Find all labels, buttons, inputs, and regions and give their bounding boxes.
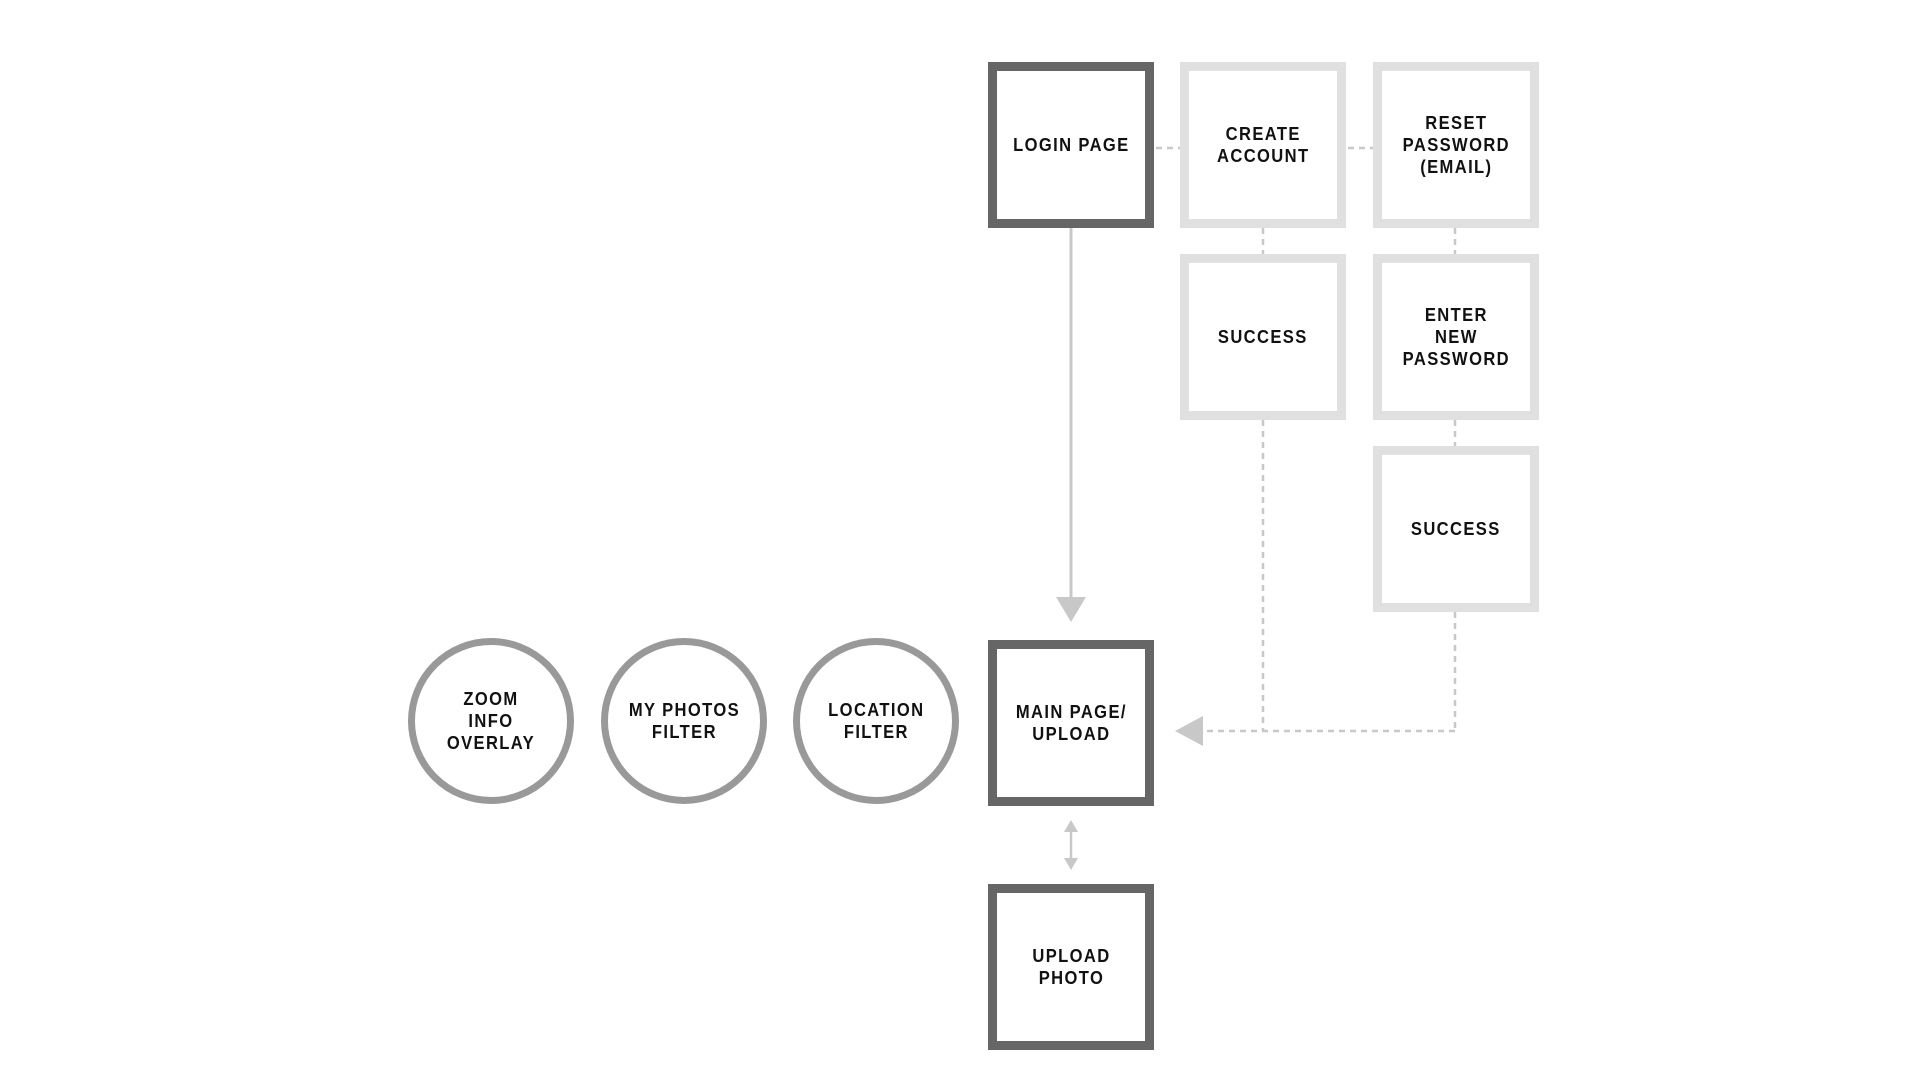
node-success-create: SUCCESS bbox=[1180, 254, 1346, 420]
node-label: UPLOAD PHOTO bbox=[1031, 946, 1111, 988]
node-main-page-upload: MAIN PAGE/ UPLOAD bbox=[988, 640, 1154, 806]
node-my-photos-filter: MY PHOTOS FILTER bbox=[601, 638, 767, 804]
arrowhead-up bbox=[1064, 820, 1078, 832]
node-label: CREATE ACCOUNT bbox=[1216, 124, 1310, 166]
node-label: RESET PASSWORD (EMAIL) bbox=[1402, 113, 1510, 177]
node-label: LOCATION FILTER bbox=[827, 700, 925, 742]
node-label: SUCCESS bbox=[1411, 519, 1501, 539]
node-label: MY PHOTOS FILTER bbox=[628, 700, 740, 742]
node-success-reset: SUCCESS bbox=[1373, 446, 1539, 612]
node-label: MAIN PAGE/ UPLOAD bbox=[1015, 702, 1127, 744]
arrowhead-return-main bbox=[1175, 716, 1203, 746]
arrowhead-down bbox=[1064, 858, 1078, 870]
node-login-page: LOGIN PAGE bbox=[988, 62, 1154, 228]
arrowhead-main-page bbox=[1056, 597, 1086, 622]
node-label: SUCCESS bbox=[1218, 327, 1308, 347]
node-location-filter: LOCATION FILTER bbox=[793, 638, 959, 804]
node-label: ENTER NEW PASSWORD bbox=[1402, 305, 1510, 369]
node-create-account: CREATE ACCOUNT bbox=[1180, 62, 1346, 228]
node-reset-password: RESET PASSWORD (EMAIL) bbox=[1373, 62, 1539, 228]
node-label: ZOOM INFO OVERLAY bbox=[446, 689, 536, 753]
node-label: LOGIN PAGE bbox=[1012, 135, 1130, 155]
node-zoom-info-overlay: ZOOM INFO OVERLAY bbox=[408, 638, 574, 804]
node-enter-new-password: ENTER NEW PASSWORD bbox=[1373, 254, 1539, 420]
node-upload-photo: UPLOAD PHOTO bbox=[988, 884, 1154, 1050]
